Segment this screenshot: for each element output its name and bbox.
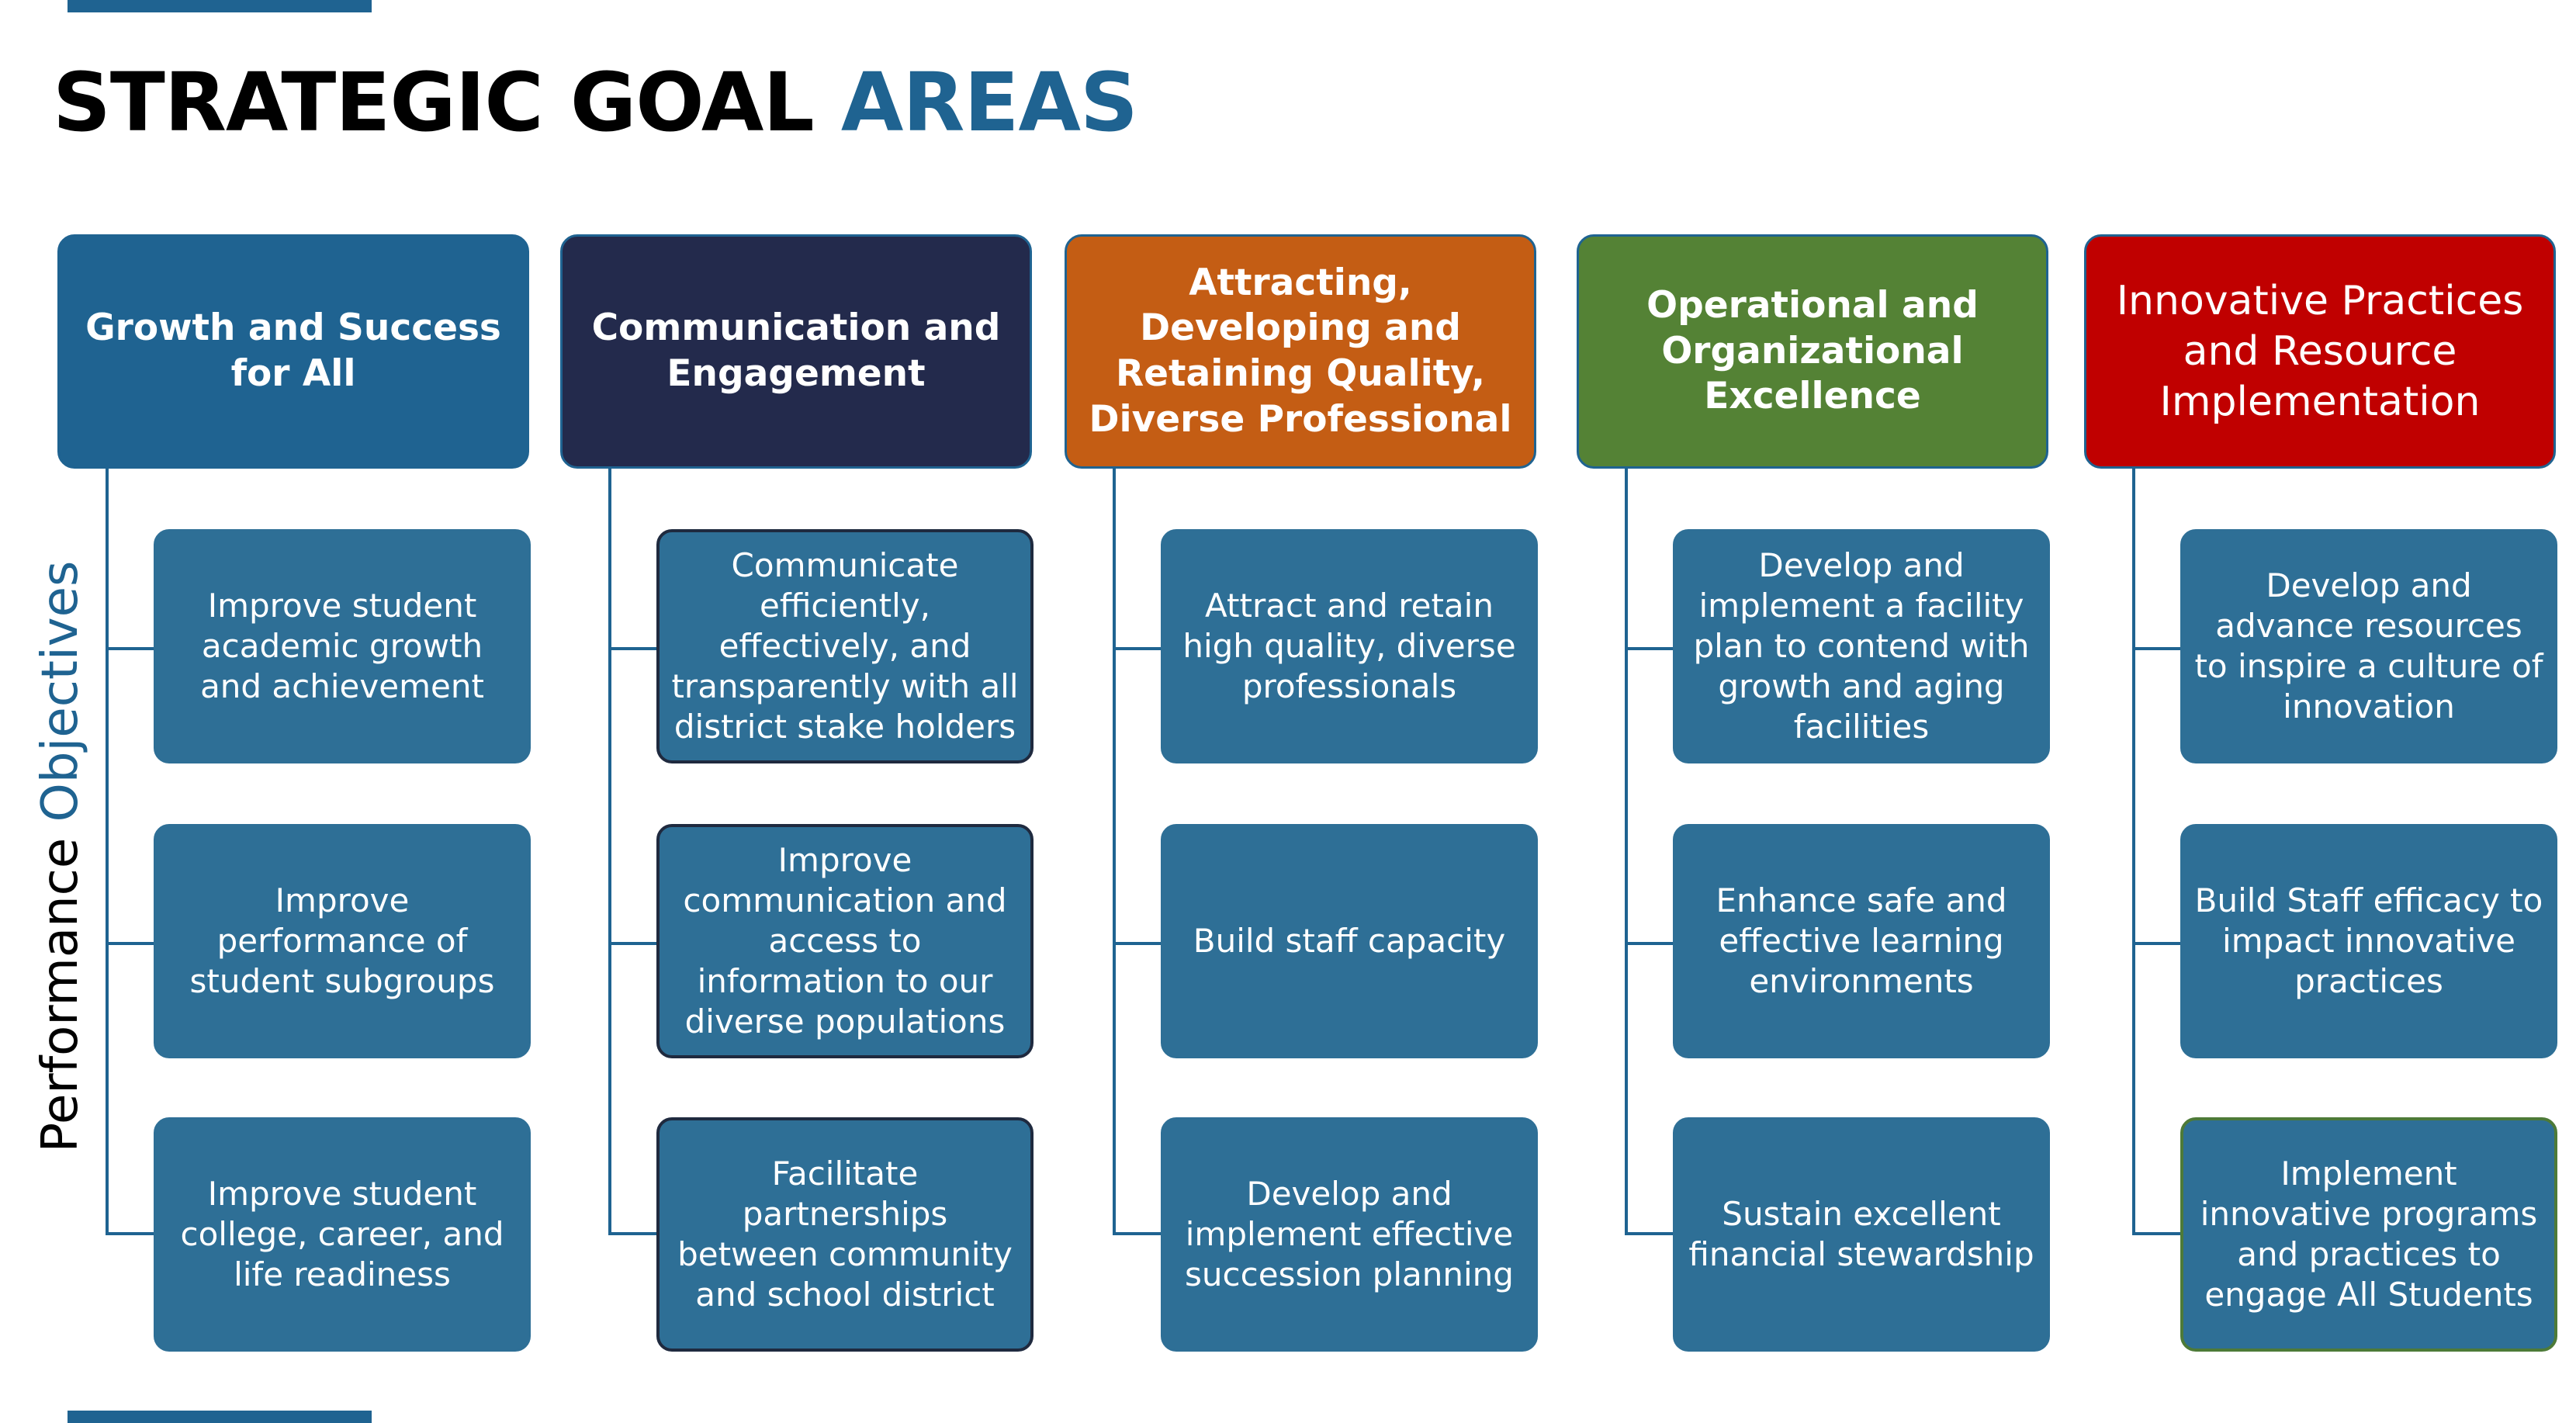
objective-box: Attract and retain high quality, diverse… [1161,529,1538,763]
goal-column-growth: Growth and Success for All Improve stude… [57,0,534,1423]
connector-branch [2132,1232,2182,1235]
connector-spine [1625,469,1628,1234]
connector-spine [2132,469,2135,1234]
goal-box-operational: Operational and Organizational Excellenc… [1577,234,2048,469]
page-title: STRATEGIC GOAL AREAS [53,48,1138,157]
objective-box: Build Staff efficacy to impact innovativ… [2180,824,2557,1058]
objective-box: Develop and implement a facility plan to… [1673,529,2050,763]
top-accent-bar [68,0,372,12]
objective-box: Communicate efficiently, effectively, an… [656,529,1034,763]
goal-column-communication: Communication and Engagement Communicate… [560,0,1037,1423]
objective-box: Facilitate partnerships between communit… [656,1117,1034,1352]
objective-box: Implement innovative programs and practi… [2180,1117,2557,1352]
objective-box: Improve communication and access to info… [656,824,1034,1058]
connector-branch [608,647,658,650]
objective-box: Enhance safe and effective learning envi… [1673,824,2050,1058]
connector-branch [106,647,155,650]
objective-box: Improve student academic growth and achi… [154,529,531,763]
goal-box-professional: Attracting, Developing and Retaining Qua… [1065,234,1536,469]
page-title-highlight: AREAS [840,55,1138,150]
objective-box: Develop and advance resources to inspire… [2180,529,2557,763]
goal-column-professional: Attracting, Developing and Retaining Qua… [1065,0,1541,1423]
page-title-primary: STRATEGIC GOAL [53,55,841,150]
goal-column-innovative: Innovative Practices and Resource Implem… [2084,0,2560,1423]
objective-box: Develop and implement effective successi… [1161,1117,1538,1352]
connector-branch [106,1232,155,1235]
bottom-accent-bar [68,1411,372,1423]
connector-branch [1113,647,1162,650]
goal-box-communication: Communication and Engagement [560,234,1032,469]
connector-branch [608,942,658,945]
connector-branch [1625,942,1674,945]
connector-branch [2132,942,2182,945]
connector-branch [1625,647,1674,650]
connector-spine [1113,469,1116,1234]
connector-spine [608,469,611,1234]
goal-box-innovative: Innovative Practices and Resource Implem… [2084,234,2556,469]
goal-column-operational: Operational and Organizational Excellenc… [1577,0,2053,1423]
connector-branch [1113,942,1162,945]
objective-box: Improve student college, career, and lif… [154,1117,531,1352]
goal-box-growth: Growth and Success for All [57,234,529,469]
connector-branch [2132,647,2182,650]
objective-box: Improve performance of student subgroups [154,824,531,1058]
objective-box: Build staff capacity [1161,824,1538,1058]
connector-branch [1113,1232,1162,1235]
objective-box: Sustain excellent financial stewardship [1673,1117,2050,1352]
connector-branch [1625,1232,1674,1235]
connector-branch [608,1232,658,1235]
connector-branch [106,942,155,945]
connector-spine [106,469,109,1234]
